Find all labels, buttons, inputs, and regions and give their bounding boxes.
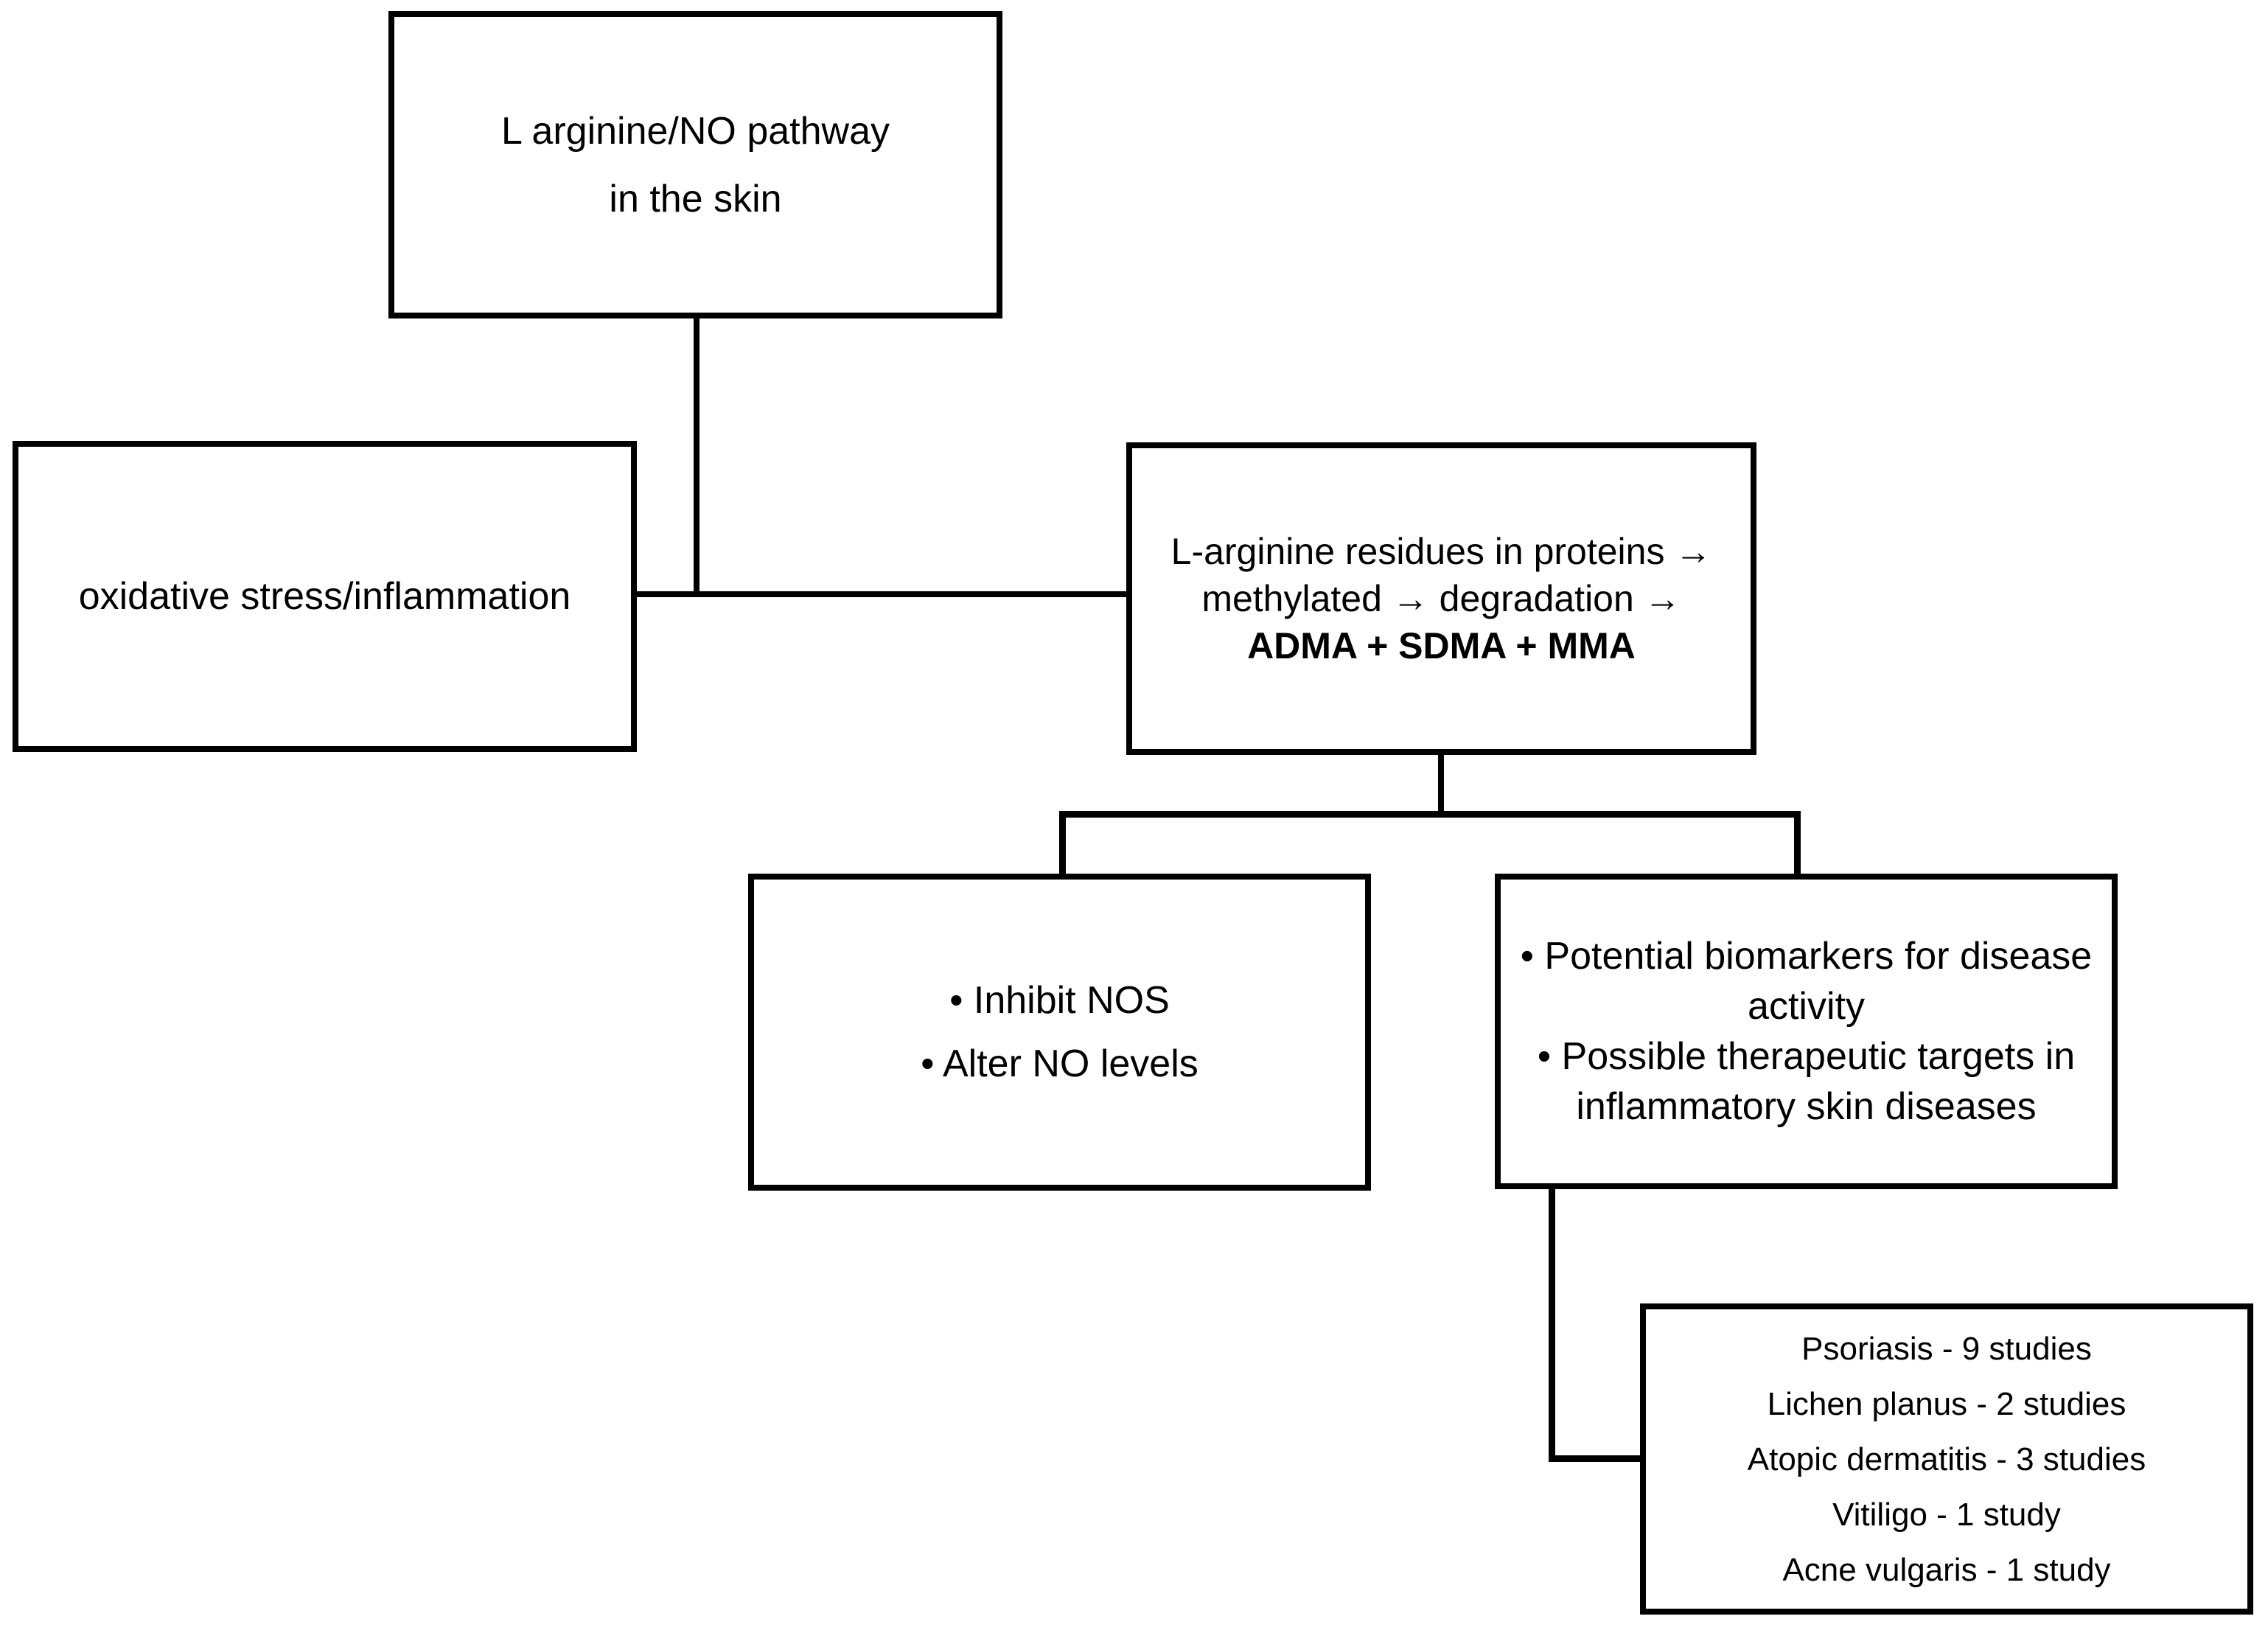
node-biomarkers-bullet-1: • Potential biomarkers for disease activ… (1520, 935, 2093, 1028)
node-nos-bullet-2: • Alter NO levels (921, 1042, 1198, 1085)
node-adma-line-3: ADMA + SDMA + MMA (1247, 625, 1636, 666)
node-diseases-text: Psoriasis - 9 studies Lichen planus - 2 … (1646, 1321, 2247, 1598)
node-biomarkers-targets[interactable]: • Potential biomarkers for disease activ… (1495, 874, 2118, 1189)
node-nos-effects[interactable]: • Inhibit NOS • Alter NO levels (748, 874, 1371, 1191)
node-pathway-line-2: in the skin (609, 177, 782, 220)
node-biomarkers-bullet-2: • Possible therapeutic targets in inflam… (1537, 1035, 2076, 1128)
node-oxidative-stress-inflammation[interactable]: oxidative stress/inflammation (13, 441, 637, 752)
node-nos-bullet-1: • Inhibit NOS (949, 979, 1170, 1022)
node-adma-line-2: methylated → degradation → (1201, 578, 1681, 619)
connector-pathway-to-trunk (694, 318, 699, 597)
node-oxidative-text: oxidative stress/inflammation (18, 573, 631, 620)
node-pathway-text: L arginine/NO pathway in the skin (394, 97, 997, 233)
node-arginine-residues-methylation[interactable]: L-arginine residues in proteins → methyl… (1126, 442, 1756, 755)
list-item: Vitiligo - 1 study (1832, 1496, 2061, 1533)
node-pathway-line-1: L arginine/NO pathway (500, 109, 890, 153)
node-adma-text: L-arginine residues in proteins → methyl… (1132, 528, 1751, 669)
connector-split-to-nos (1059, 811, 1066, 876)
node-biomarkers-text: • Potential biomarkers for disease activ… (1501, 931, 2112, 1132)
connector-adma-to-split (1438, 755, 1444, 817)
list-item: Acne vulgaris - 1 study (1782, 1551, 2111, 1588)
connector-oxidative-to-adma (634, 591, 1129, 597)
list-item: Atopic dermatitis - 3 studies (1747, 1441, 2146, 1477)
connector-biomarkers-down (1549, 1187, 1555, 1461)
connector-split-to-biomarkers (1794, 811, 1801, 876)
node-l-arginine-no-pathway[interactable]: L arginine/NO pathway in the skin (388, 11, 1002, 318)
connector-biomarkers-to-diseases (1549, 1455, 1646, 1462)
connector-split-bar (1059, 811, 1801, 818)
node-disease-study-counts[interactable]: Psoriasis - 9 studies Lichen planus - 2 … (1640, 1303, 2253, 1615)
list-item: Lichen planus - 2 studies (1767, 1385, 2126, 1422)
node-adma-line-1: L-arginine residues in proteins → (1170, 531, 1712, 572)
node-nos-text: • Inhibit NOS • Alter NO levels (754, 969, 1365, 1096)
node-oxidative-line-1: oxidative stress/inflammation (78, 575, 571, 618)
list-item: Psoriasis - 9 studies (1801, 1330, 2092, 1367)
